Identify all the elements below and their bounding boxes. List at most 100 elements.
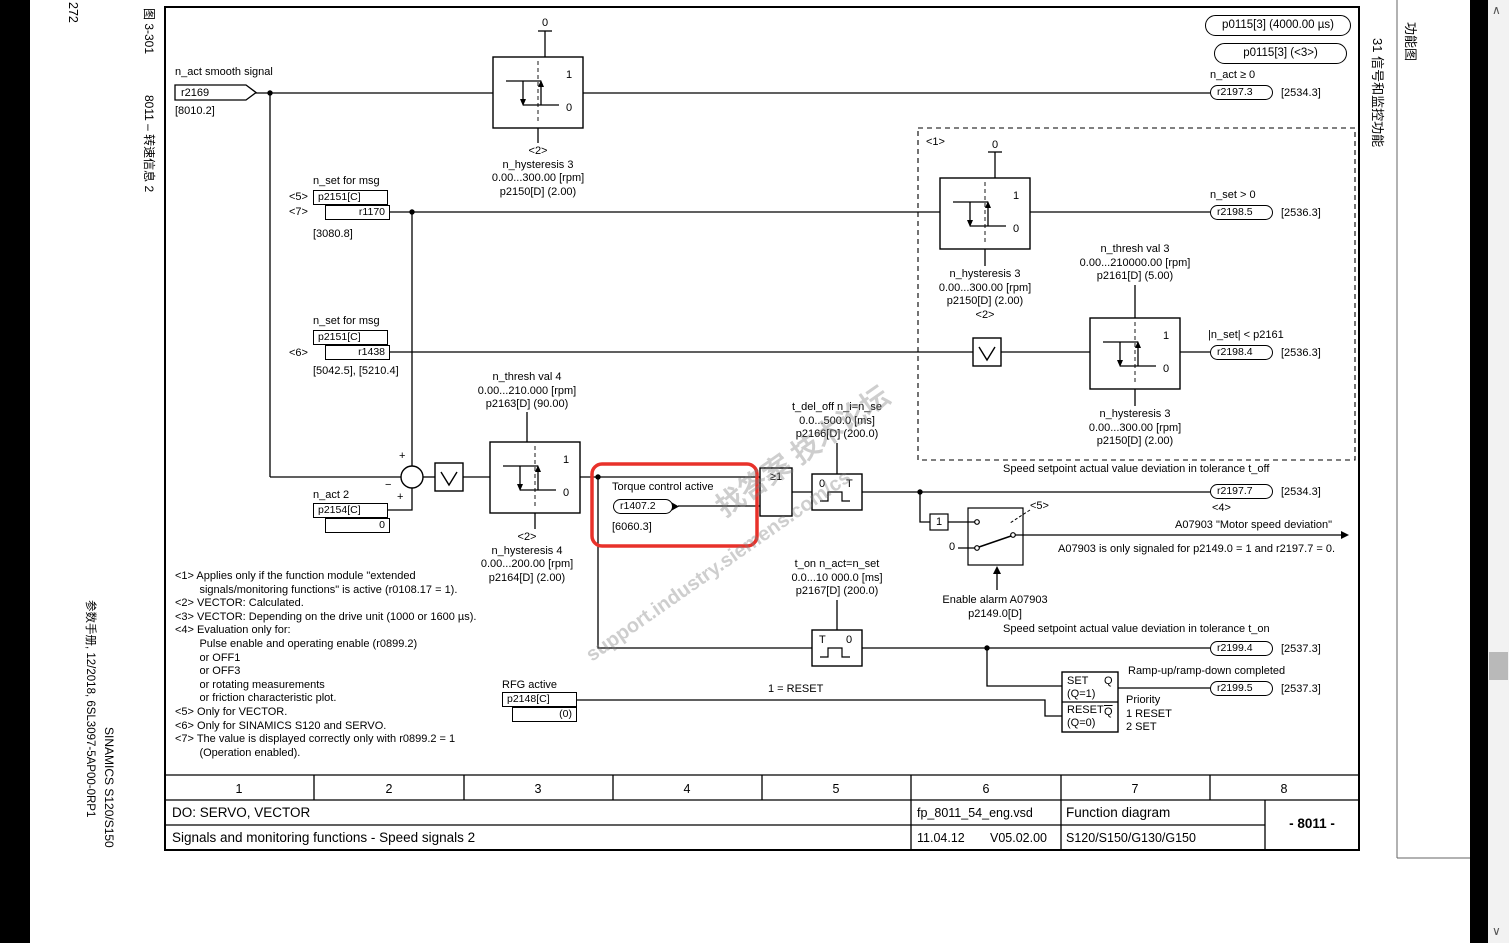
- torque-ref: [6060.3]: [612, 521, 652, 533]
- hys2-out-zero: 0: [1013, 223, 1020, 235]
- col-7: 7: [1131, 782, 1139, 796]
- col-5: 5: [832, 782, 840, 796]
- nset1-param-box: p2151[C]: [313, 190, 388, 205]
- out-nset-thresh-ref: [2536.3]: [1281, 347, 1321, 359]
- hys3-threshold-labels: n_thresh val 3 0.00...210000.00 [rpm] p2…: [1079, 243, 1191, 283]
- sr-q-output-label: Q: [1104, 675, 1113, 687]
- hys4-out-zero: 0: [563, 487, 570, 499]
- nset2-value-box: r1438: [325, 345, 390, 360]
- sr-set-label: SET: [1067, 675, 1089, 687]
- doc-kind: Function diagram: [1066, 805, 1171, 820]
- sheet-border: [164, 6, 1360, 851]
- col-6: 6: [982, 782, 990, 796]
- hys1-out-zero: 0: [566, 102, 573, 114]
- hys4-out-one: 1: [563, 454, 570, 466]
- timer1-left-char: 0: [819, 478, 826, 490]
- left-black-bar: [0, 0, 30, 943]
- clock-pill-p0115-alt: p0115[3] (<3>): [1214, 43, 1347, 64]
- do-line: DO: SERVO, VECTOR: [172, 805, 311, 820]
- hysteresis-block-nset: [939, 177, 1031, 250]
- nset2-label: n_set for msg: [313, 315, 380, 327]
- abs-block-deviation: [434, 462, 464, 492]
- out-toff-pill: r2197.7: [1210, 484, 1273, 499]
- hys2-out-one: 1: [1013, 190, 1020, 202]
- hysteresis-block-deviation: [489, 441, 581, 514]
- out-ton-cond: Speed setpoint actual value deviation in…: [1003, 623, 1270, 635]
- torque-param-pill: r1407.2: [613, 499, 673, 514]
- scroll-down-button[interactable]: ∨: [1492, 924, 1501, 938]
- timer2-labels: t_on n_act=n_set 0.0...10 000.0 [ms] p21…: [791, 558, 883, 598]
- sr-reset-label: RESET: [1067, 704, 1104, 716]
- out-nset-ref: [2536.3]: [1281, 207, 1321, 219]
- figure-title: 8011 – 转速信息 2: [142, 95, 156, 193]
- nset1-value-box: r1170: [325, 205, 390, 220]
- out-nset-cond: n_set > 0: [1210, 189, 1256, 201]
- switch-const1: 1: [935, 516, 943, 528]
- scroll-up-button[interactable]: ∧: [1492, 3, 1501, 17]
- out-ramp-ref: [2537.3]: [1281, 683, 1321, 695]
- region-note1: <1>: [926, 136, 945, 148]
- sum-sign-bottom: +: [397, 491, 404, 503]
- r2169-flag: [174, 84, 258, 101]
- col-1: 1: [235, 782, 243, 796]
- r1407-flag-tip: [671, 502, 679, 511]
- switch-const0: 0: [948, 541, 956, 553]
- sr-priority-labels: Priority 1 RESET 2 SET: [1126, 694, 1172, 734]
- hysteresis-block-nset-thresh: [1089, 317, 1181, 390]
- sr-qbar-output-label: Q: [1104, 706, 1113, 718]
- sum-sign-top: +: [399, 450, 406, 462]
- products: S120/S150/G130/G150: [1066, 831, 1196, 845]
- scrollbar-track[interactable]: [1488, 0, 1509, 943]
- nset2-param-box: p2151[C]: [313, 330, 388, 345]
- rfg-reset-note: 1 = RESET: [768, 683, 824, 695]
- timer1-right-char: T: [846, 478, 853, 490]
- timer1-labels: t_del_off n_i=n_se 0.0...500.0 [ms] p216…: [791, 401, 883, 441]
- scroll-thumb[interactable]: [1489, 652, 1508, 680]
- col-4: 4: [683, 782, 691, 796]
- nact2-value-box: 0: [325, 518, 390, 533]
- nset1-label: n_set for msg: [313, 175, 380, 187]
- sum-sign-left: −: [385, 479, 392, 491]
- rfg-param-box: p2148[C]: [502, 692, 577, 707]
- file-version: V05.02.00: [990, 831, 1047, 845]
- hys4-sublabels: <2> n_hysteresis 4 0.00...200.00 [rpm] p…: [480, 531, 574, 584]
- hys2-sublabels: n_hysteresis 3 0.00...300.00 [rpm] p2150…: [938, 268, 1032, 321]
- file-date: 11.04.12: [917, 831, 965, 845]
- manual-reference: 参数手册, 12/2018, 6SL3097-5AP00-0RP1: [84, 600, 96, 818]
- rfg-label: RFG active: [502, 679, 558, 691]
- alarm-label: A07903 "Motor speed deviation": [1175, 519, 1333, 531]
- out-toff-cond: Speed setpoint actual value deviation in…: [1003, 463, 1270, 475]
- hys1-out-one: 1: [566, 69, 573, 81]
- switch-note5: <5>: [1030, 500, 1049, 512]
- alarm-selector-switch: [929, 507, 1024, 566]
- page-edge-line: [1396, 0, 1470, 859]
- rfg-value-box: (0): [512, 707, 577, 722]
- alarm-line-arrow: [1341, 531, 1349, 539]
- on-delay-timer: [811, 629, 863, 667]
- product-line: SINAMICS S120/S150: [102, 727, 116, 848]
- red-highlight-box: [590, 462, 759, 548]
- summation-point: [400, 465, 424, 489]
- timer2-right-char: 0: [846, 634, 853, 646]
- footnotes: <1> Applies only if the function module …: [175, 570, 477, 759]
- out-ramp-pill: r2199.5: [1210, 681, 1273, 696]
- nact2-label: n_act 2: [313, 489, 350, 501]
- hys3-out-zero: 0: [1163, 363, 1170, 375]
- signal-lines: [255, 30, 1342, 717]
- sheet-title: Signals and monitoring functions - Speed…: [172, 830, 476, 845]
- right-black-bar: [1470, 0, 1488, 943]
- out-nact-pill: r2197.3: [1210, 85, 1273, 100]
- out-nact-ref: [2534.3]: [1281, 87, 1321, 99]
- chapter-label: 31 信号和监控功能: [1370, 38, 1385, 148]
- note5-pointer-line: [1009, 509, 1031, 524]
- hys1-sublabels: <2> n_hysteresis 3 0.00...300.00 [rpm] p…: [491, 145, 585, 198]
- nact-param: r2169: [181, 87, 210, 99]
- hys1-zero-const: 0: [541, 17, 549, 29]
- out-nset-pill: r2198.5: [1210, 205, 1273, 220]
- out-toff-ref: [2534.3]: [1281, 486, 1321, 498]
- out-ton-pill: r2199.4: [1210, 641, 1273, 656]
- out-ramp-cond: Ramp-up/ramp-down completed: [1128, 665, 1286, 677]
- out-nset-thresh-pill: r2198.4: [1210, 345, 1273, 360]
- nset1-note5: <5>: [289, 191, 308, 203]
